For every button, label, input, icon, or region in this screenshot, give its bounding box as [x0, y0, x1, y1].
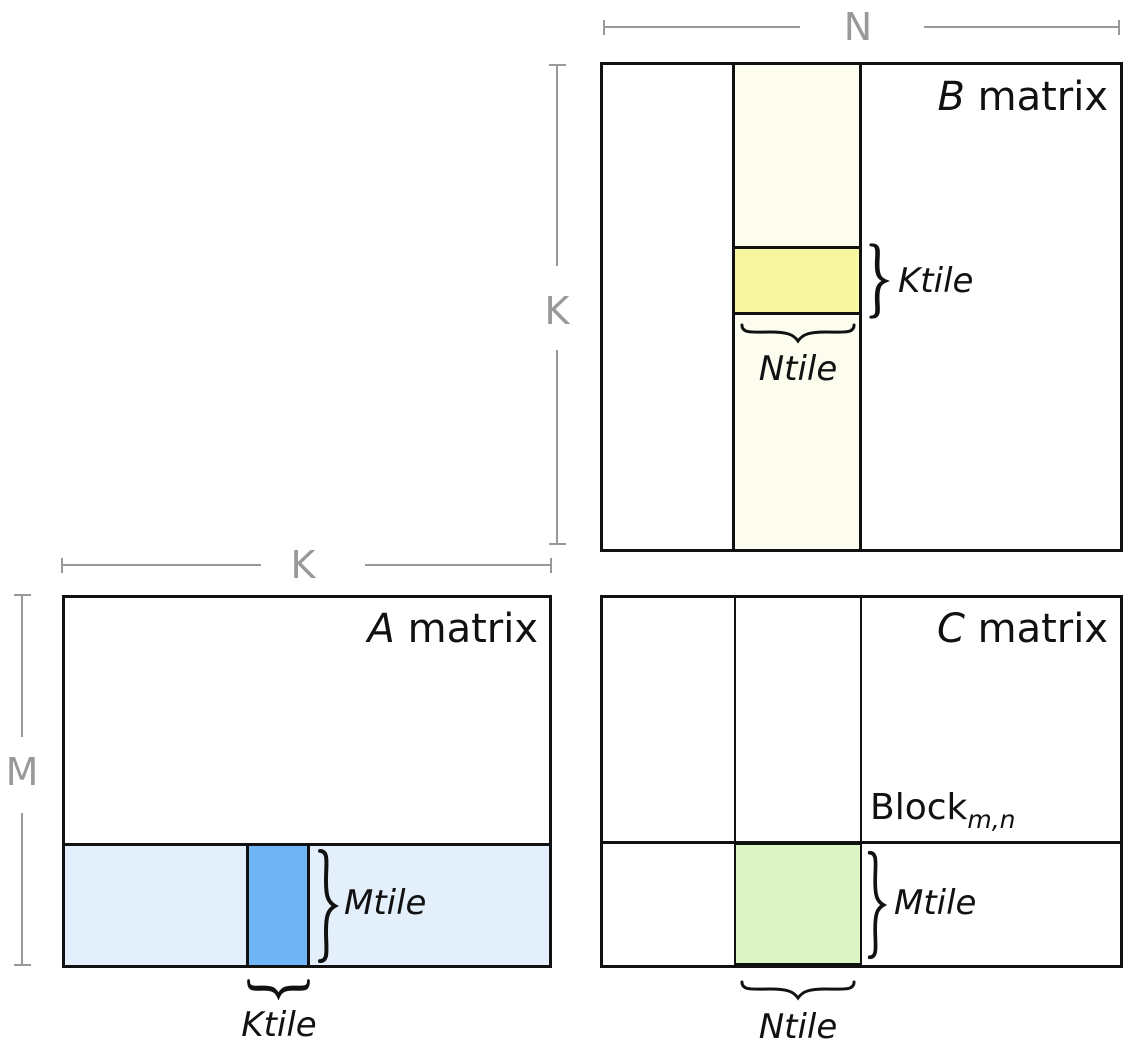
c-matrix-word: matrix: [964, 606, 1108, 652]
b-ntile-brace: [740, 323, 856, 344]
c-block-subscript: m,n: [967, 805, 1016, 834]
a-matrix-word: matrix: [394, 606, 538, 652]
k-dim-a-line-left: [62, 564, 261, 566]
c-row-divider: [603, 841, 1120, 844]
k-dim-a-line-right: [365, 564, 552, 566]
a-ktile-brace: [247, 979, 310, 1000]
b-ktile-label: Ktile: [898, 261, 974, 301]
b-matrix-word: matrix: [964, 74, 1108, 120]
m-dim-label: M: [5, 750, 39, 794]
k-dim-a-tick-right: [550, 558, 552, 573]
c-block-word: Block: [870, 787, 968, 828]
c-column-line-right: [860, 598, 862, 965]
n-dim-tick-right: [1118, 20, 1120, 35]
a-matrix-label: A matrix: [288, 606, 538, 652]
n-dim-label: N: [843, 5, 873, 49]
b-ktile-ntile-tile: [732, 246, 862, 315]
k-dim-b-line-top: [556, 65, 558, 266]
c-block-label: Blockm,n: [870, 787, 1016, 834]
k-dim-b-tick-bottom: [549, 543, 566, 545]
b-matrix-letter: B: [937, 74, 965, 120]
a-mtile-ktile-tile: [246, 843, 310, 968]
k-dim-a-label: K: [290, 543, 316, 587]
m-dim-tick-bottom: [14, 964, 31, 966]
k-dim-a-tick-left: [61, 558, 63, 573]
k-dim-b-line-bottom: [556, 350, 558, 545]
c-ntile-label: Ntile: [758, 1007, 838, 1047]
k-dim-b-tick-top: [549, 64, 566, 66]
m-dim-line-top: [21, 595, 23, 737]
n-dim-tick-left: [603, 20, 605, 35]
c-column-line-left: [734, 598, 736, 965]
a-mtile-brace: [318, 848, 340, 964]
k-dim-b-label: K: [544, 289, 570, 333]
c-mtile-ntile-tile: [734, 843, 862, 965]
b-matrix-label: B matrix: [856, 74, 1108, 120]
c-mtile-brace: [867, 850, 888, 960]
a-ktile-label: Ktile: [241, 1005, 317, 1045]
m-dim-line-bottom: [21, 813, 23, 966]
c-ntile-brace: [740, 980, 856, 1001]
c-matrix-letter: C: [936, 606, 965, 652]
n-dim-line-left: [604, 26, 800, 28]
a-mtile-label: Mtile: [344, 883, 427, 923]
c-mtile-label: Mtile: [894, 883, 977, 923]
b-ktile-brace: [869, 243, 890, 319]
m-dim-tick-top: [14, 594, 31, 596]
n-dim-line-right: [924, 26, 1120, 28]
c-matrix-label: C matrix: [856, 606, 1108, 652]
a-matrix-letter: A: [367, 606, 395, 652]
b-ntile-label: Ntile: [758, 349, 838, 389]
